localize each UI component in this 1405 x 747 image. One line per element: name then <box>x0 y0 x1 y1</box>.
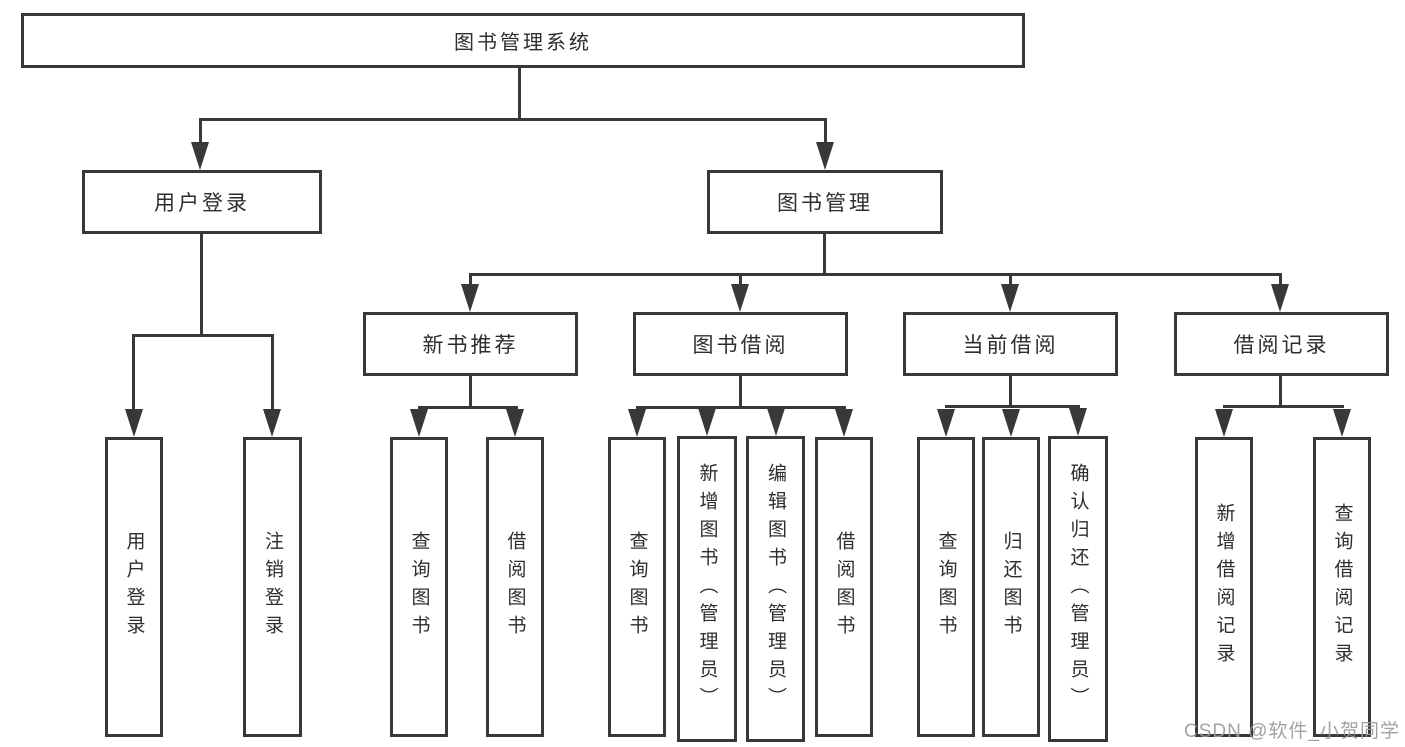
node-book-management: 图书管理 <box>707 170 943 234</box>
leaf-edit-book-admin-label: 编辑图书（管理员） <box>765 463 786 715</box>
connector-line <box>823 234 826 276</box>
node-root-label: 图书管理系统 <box>454 32 592 54</box>
arrow-down-icon <box>1002 409 1020 437</box>
arrow-down-icon <box>410 409 428 437</box>
csdn-watermark: CSDN @软件_小贺同学 <box>1184 721 1400 742</box>
leaf-return-book: 归还图书 <box>982 437 1040 737</box>
connector-line <box>132 334 274 337</box>
leaf-borrow-books-recommend-label: 借阅图书 <box>504 531 526 643</box>
connector-line <box>636 406 846 409</box>
leaf-user-login: 用户登录 <box>105 437 163 737</box>
connector-line <box>739 275 742 286</box>
node-user-login-label: 用户登录 <box>154 192 250 215</box>
node-book-borrowing: 图书借阅 <box>633 312 848 376</box>
leaf-query-books-recommend-label: 查询图书 <box>408 531 430 643</box>
node-root: 图书管理系统 <box>21 13 1025 68</box>
leaf-edit-book-admin: 编辑图书（管理员） <box>746 436 805 742</box>
connector-line <box>418 406 518 409</box>
arrow-down-icon <box>731 284 749 312</box>
arrow-down-icon <box>937 409 955 437</box>
arrow-down-icon <box>1215 409 1233 437</box>
leaf-user-login-label: 用户登录 <box>123 531 145 643</box>
leaf-add-borrow-record-label: 新增借阅记录 <box>1213 503 1235 671</box>
connector-line <box>271 336 274 411</box>
leaf-query-books-current: 查询图书 <box>917 437 975 737</box>
node-book-borrowing-label: 图书借阅 <box>692 334 789 357</box>
arrow-down-icon <box>191 142 209 170</box>
connector-line <box>739 376 742 408</box>
leaf-return-book-label: 归还图书 <box>1000 531 1022 643</box>
arrow-down-icon <box>698 408 716 436</box>
connector-line <box>1279 376 1282 407</box>
leaf-add-book-admin-label: 新增图书（管理员） <box>696 463 718 715</box>
node-current-borrowing: 当前借阅 <box>903 312 1118 376</box>
connector-line <box>469 275 472 286</box>
node-new-book-recommend-label: 新书推荐 <box>422 334 519 357</box>
leaf-query-books-borrowing-label: 查询图书 <box>626 531 648 643</box>
connector-line <box>469 273 1282 276</box>
connector-line <box>1279 275 1282 286</box>
connector-line <box>1009 376 1012 407</box>
node-borrow-records-label: 借阅记录 <box>1233 334 1330 357</box>
arrow-down-icon <box>1333 409 1351 437</box>
leaf-confirm-return-admin: 确认归还（管理员） <box>1048 436 1108 742</box>
arrow-down-icon <box>835 409 853 437</box>
arrow-down-icon <box>506 409 524 437</box>
node-borrow-records: 借阅记录 <box>1174 312 1389 376</box>
arrow-down-icon <box>1069 408 1087 436</box>
arrow-down-icon <box>816 142 834 170</box>
node-book-management-label: 图书管理 <box>777 192 873 215</box>
leaf-query-books-current-label: 查询图书 <box>935 531 957 643</box>
connector-line <box>199 118 827 121</box>
arrow-down-icon <box>628 409 646 437</box>
leaf-query-borrow-record-label: 查询借阅记录 <box>1331 503 1353 671</box>
leaf-confirm-return-admin-label: 确认归还（管理员） <box>1067 463 1089 715</box>
leaf-query-borrow-record: 查询借阅记录 <box>1313 437 1371 737</box>
leaf-query-books-recommend: 查询图书 <box>390 437 448 737</box>
leaf-logout-label: 注销登录 <box>262 531 283 643</box>
arrow-down-icon <box>125 409 143 437</box>
connector-line <box>1009 275 1012 286</box>
leaf-borrow-books-borrowing: 借阅图书 <box>815 437 873 737</box>
node-user-login: 用户登录 <box>82 170 322 234</box>
leaf-borrow-books-recommend: 借阅图书 <box>486 437 544 737</box>
node-current-borrowing-label: 当前借阅 <box>962 334 1059 357</box>
arrow-down-icon <box>767 408 785 436</box>
connector-line <box>469 376 472 408</box>
connector-line <box>945 405 1080 408</box>
arrow-down-icon <box>1001 284 1019 312</box>
connector-line <box>200 234 203 337</box>
leaf-add-book-admin: 新增图书（管理员） <box>677 436 737 742</box>
arrow-down-icon <box>461 284 479 312</box>
connector-line <box>199 120 202 145</box>
leaf-borrow-books-borrowing-label: 借阅图书 <box>833 531 855 643</box>
connector-line <box>1223 405 1344 408</box>
connector-line <box>824 120 827 145</box>
connector-line <box>518 68 521 118</box>
node-new-book-recommend: 新书推荐 <box>363 312 578 376</box>
leaf-logout: 注销登录 <box>243 437 302 737</box>
leaf-query-books-borrowing: 查询图书 <box>608 437 666 737</box>
arrow-down-icon <box>1271 284 1289 312</box>
connector-line <box>132 336 135 411</box>
leaf-add-borrow-record: 新增借阅记录 <box>1195 437 1253 737</box>
arrow-down-icon <box>263 409 281 437</box>
